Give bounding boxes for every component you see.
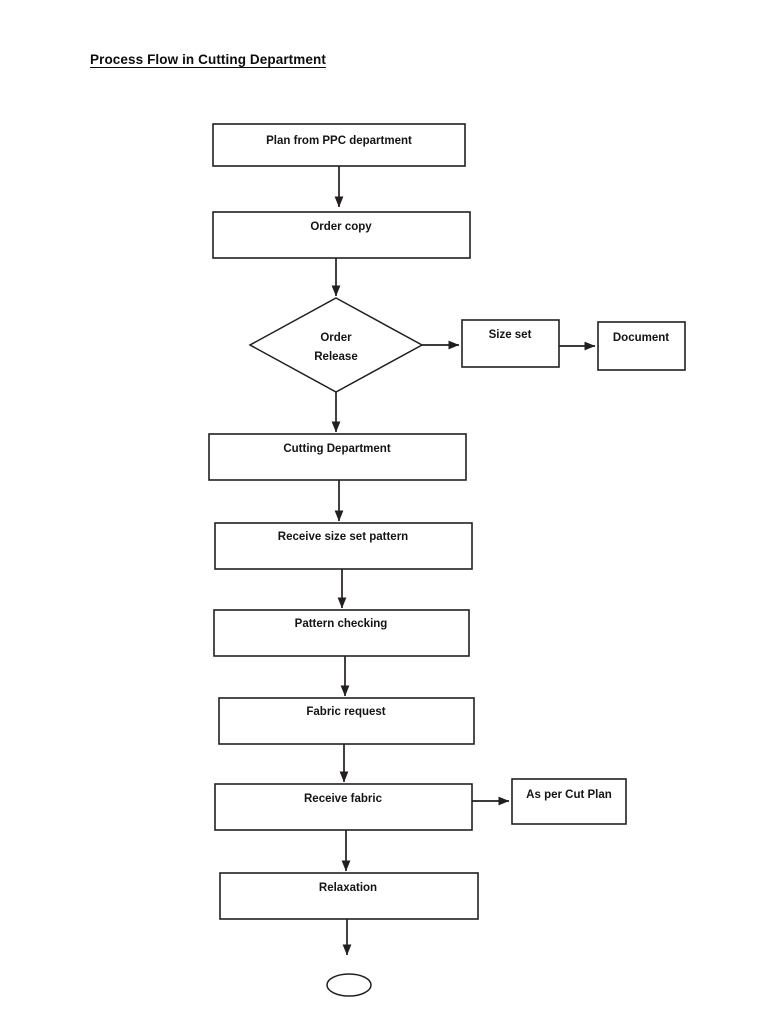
node-label-receive-size-set-pattern: Receive size set pattern — [278, 531, 408, 543]
node-label-fabric-request: Fabric request — [306, 706, 385, 718]
node-label-as-per-cut-plan: As per Cut Plan — [526, 789, 612, 801]
node-as-per-cut-plan[interactable]: As per Cut Plan — [511, 778, 627, 825]
nodes-layer: Plan from PPC department Order copy Orde… — [208, 123, 686, 997]
node-order-release[interactable]: Order Release — [248, 297, 424, 393]
node-label-pattern-checking: Pattern checking — [295, 618, 388, 630]
node-fabric-request[interactable]: Fabric request — [218, 697, 475, 745]
node-receive-fabric[interactable]: Receive fabric — [214, 783, 473, 831]
node-label-order-release-line2: Release — [314, 351, 357, 363]
node-label-size-set: Size set — [489, 329, 532, 341]
node-relaxation[interactable]: Relaxation — [219, 872, 479, 920]
node-label-relaxation: Relaxation — [319, 882, 377, 894]
node-terminator[interactable] — [326, 973, 372, 997]
node-plan-from-ppc-department[interactable]: Plan from PPC department — [212, 123, 466, 167]
node-document[interactable]: Document — [597, 321, 686, 371]
node-pattern-checking[interactable]: Pattern checking — [213, 609, 470, 657]
page-title: Process Flow in Cutting Department — [90, 52, 326, 67]
node-label-cutting-department: Cutting Department — [283, 443, 391, 455]
node-receive-size-set-pattern[interactable]: Receive size set pattern — [214, 522, 473, 570]
node-label-plan-from-ppc-department: Plan from PPC department — [266, 135, 412, 147]
node-label-document: Document — [613, 332, 669, 344]
node-order-copy[interactable]: Order copy — [212, 211, 471, 259]
node-cutting-department[interactable]: Cutting Department — [208, 433, 467, 481]
node-label-order-copy: Order copy — [310, 221, 372, 233]
node-label-order-release-line1: Order — [320, 332, 352, 344]
node-label-receive-fabric: Receive fabric — [304, 793, 383, 805]
connectors-layer — [331, 166, 596, 956]
node-size-set[interactable]: Size set — [461, 319, 560, 368]
